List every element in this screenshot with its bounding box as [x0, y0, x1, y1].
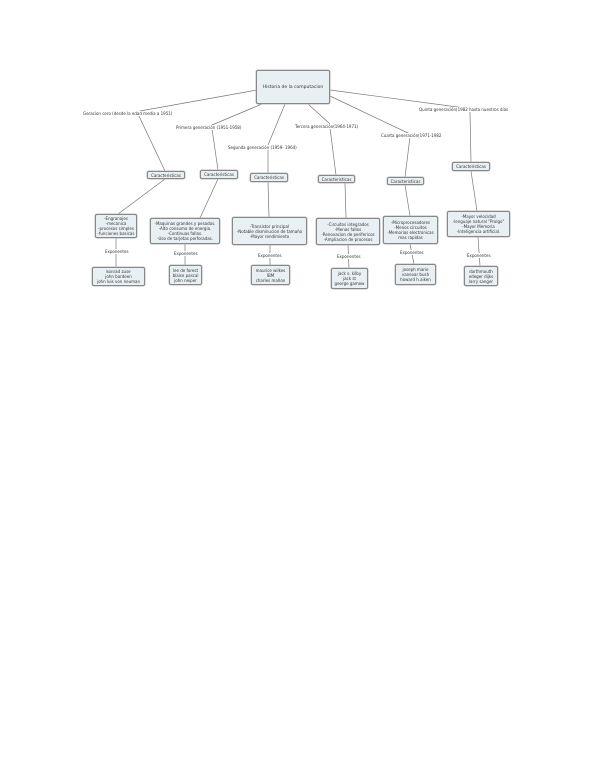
generation-label: Segunda generación (1959- 1964)	[228, 145, 297, 150]
caracteristicas-node: Caracteristicas	[318, 175, 355, 183]
detail-line: -Mayor rendimiento	[249, 233, 290, 239]
exponent-name: howard h.aiken	[400, 277, 431, 282]
exponent-name: george gamow	[334, 281, 365, 286]
generation-label: Tercera generación(1964-1971)	[295, 124, 359, 129]
generation-label: Cuarta generación(1971-1982	[381, 133, 442, 138]
exponent-name: blaise pascal	[172, 272, 199, 278]
node-text: Caracteristicas	[254, 175, 284, 180]
exponent-name: joseph marie	[402, 267, 429, 272]
exponent-name: darthmouth	[469, 268, 493, 274]
detail-line: -Transistor principal	[249, 223, 289, 229]
detail-line: -Menos circuitos	[394, 225, 427, 230]
detail-line: -Memorias electronicas	[387, 230, 434, 235]
details-node: -Maquinas grandes y pesadas.-Alto consum…	[150, 218, 220, 244]
exponent-name: john neiper	[174, 277, 197, 283]
detail-line: -Ampliacion de procesos	[323, 236, 373, 242]
exponentes-label: Exponentes	[467, 253, 491, 258]
exponent-name: vanevar bush	[401, 272, 430, 277]
caracteristicas-node: Caracteristicas	[387, 177, 424, 185]
detail-line: -lenguaje natural "Prolgo"	[452, 219, 505, 224]
exponentes-label: Exponentes	[400, 250, 424, 255]
exponent-name: charles mañon	[255, 277, 286, 283]
exponent-name: jack st	[342, 276, 356, 281]
detail-line: -Notable disminucion de tamaño	[236, 228, 303, 234]
node-text: Caracteristicas	[456, 164, 486, 169]
exponent-name: john luis von neuman	[96, 279, 141, 284]
detail-line: -Engranajes	[104, 216, 128, 221]
detail-line: -Circuitos integrados	[327, 221, 369, 227]
exponent-name: jack s. kilby	[337, 271, 362, 276]
caracteristicas-node: Caracteristicas	[147, 171, 185, 179]
details-node: -Engranajes-mecanica-procesos simples-fu…	[95, 214, 137, 238]
generation-label: Geracion cero (desde la edad media a 195…	[83, 111, 173, 116]
caracteristicas-node: Caracteristicas	[250, 173, 288, 182]
details-node: -Mayor velocidad-lenguaje natural "Prolg…	[447, 211, 510, 237]
generation-label: Primera generación (1951-1958)	[176, 125, 242, 130]
exponentes-label: Exponentes	[337, 254, 361, 259]
exponentes-label: Exponentes	[174, 251, 198, 256]
root-node: Historia de la computacion	[256, 70, 330, 104]
exponentes-label: Exponentes	[258, 253, 282, 258]
generation-label: Quinta generación(1982 hasta nuestros dí…	[419, 107, 509, 112]
exponentes-label: Exponentes	[105, 249, 129, 254]
detail-line: -Mayor velocidad	[461, 214, 496, 219]
exponent-name: maurice wilkes	[255, 267, 286, 273]
node-text: Caracteristicas	[204, 172, 234, 177]
root-title: Historia de la computacion	[262, 84, 324, 90]
node-text: Caracteristicas	[390, 178, 421, 184]
details-node: -Transistor principal-Notable disminucio…	[232, 217, 307, 245]
exponent-name: larry sanger	[468, 278, 494, 284]
detail-line: -Menos fallos	[334, 226, 362, 232]
exponent-name: lee de forest	[172, 267, 199, 273]
detail-line: -Alto consumo de energia.	[158, 226, 212, 231]
detail-line: -funciones basicas	[97, 231, 135, 236]
details-node: -Microprocesadores-Menos circuitos-Memor…	[383, 216, 438, 244]
detail-line: mas rapidas	[398, 235, 423, 240]
details-node: -Circuitos integrados-Menos fallos-Renov…	[316, 218, 380, 245]
detail-line: -Mayor Memoria	[462, 224, 495, 229]
exponent-name: edeger dijks	[468, 273, 494, 279]
detail-line: -mecanica	[105, 221, 127, 226]
caracteristicas-node: Caracteristicas	[452, 162, 490, 171]
detail-line: -Uso de tarjetas perforadas.	[157, 236, 213, 241]
caracteristicas-node: Caracteristicas	[200, 170, 238, 179]
detail-line: -Renovacion de perifericos	[321, 231, 375, 237]
detail-line: -procesos simples	[98, 226, 134, 231]
exponent-name: konrad zuse	[106, 269, 131, 274]
exponent-name: IBM	[266, 272, 275, 278]
detail-line: -Maquinas grandes y pesadas.	[154, 221, 216, 226]
detail-line: -Inteligencia artificial.	[456, 229, 501, 234]
detail-line: -Continuas fallas.	[167, 231, 203, 236]
detail-line: -Microprocesadores	[390, 220, 431, 225]
node-text: Caracteristicas	[321, 176, 352, 182]
exponent-name: john bardeen	[105, 274, 132, 279]
node-text: Caracteristicas	[151, 172, 181, 178]
